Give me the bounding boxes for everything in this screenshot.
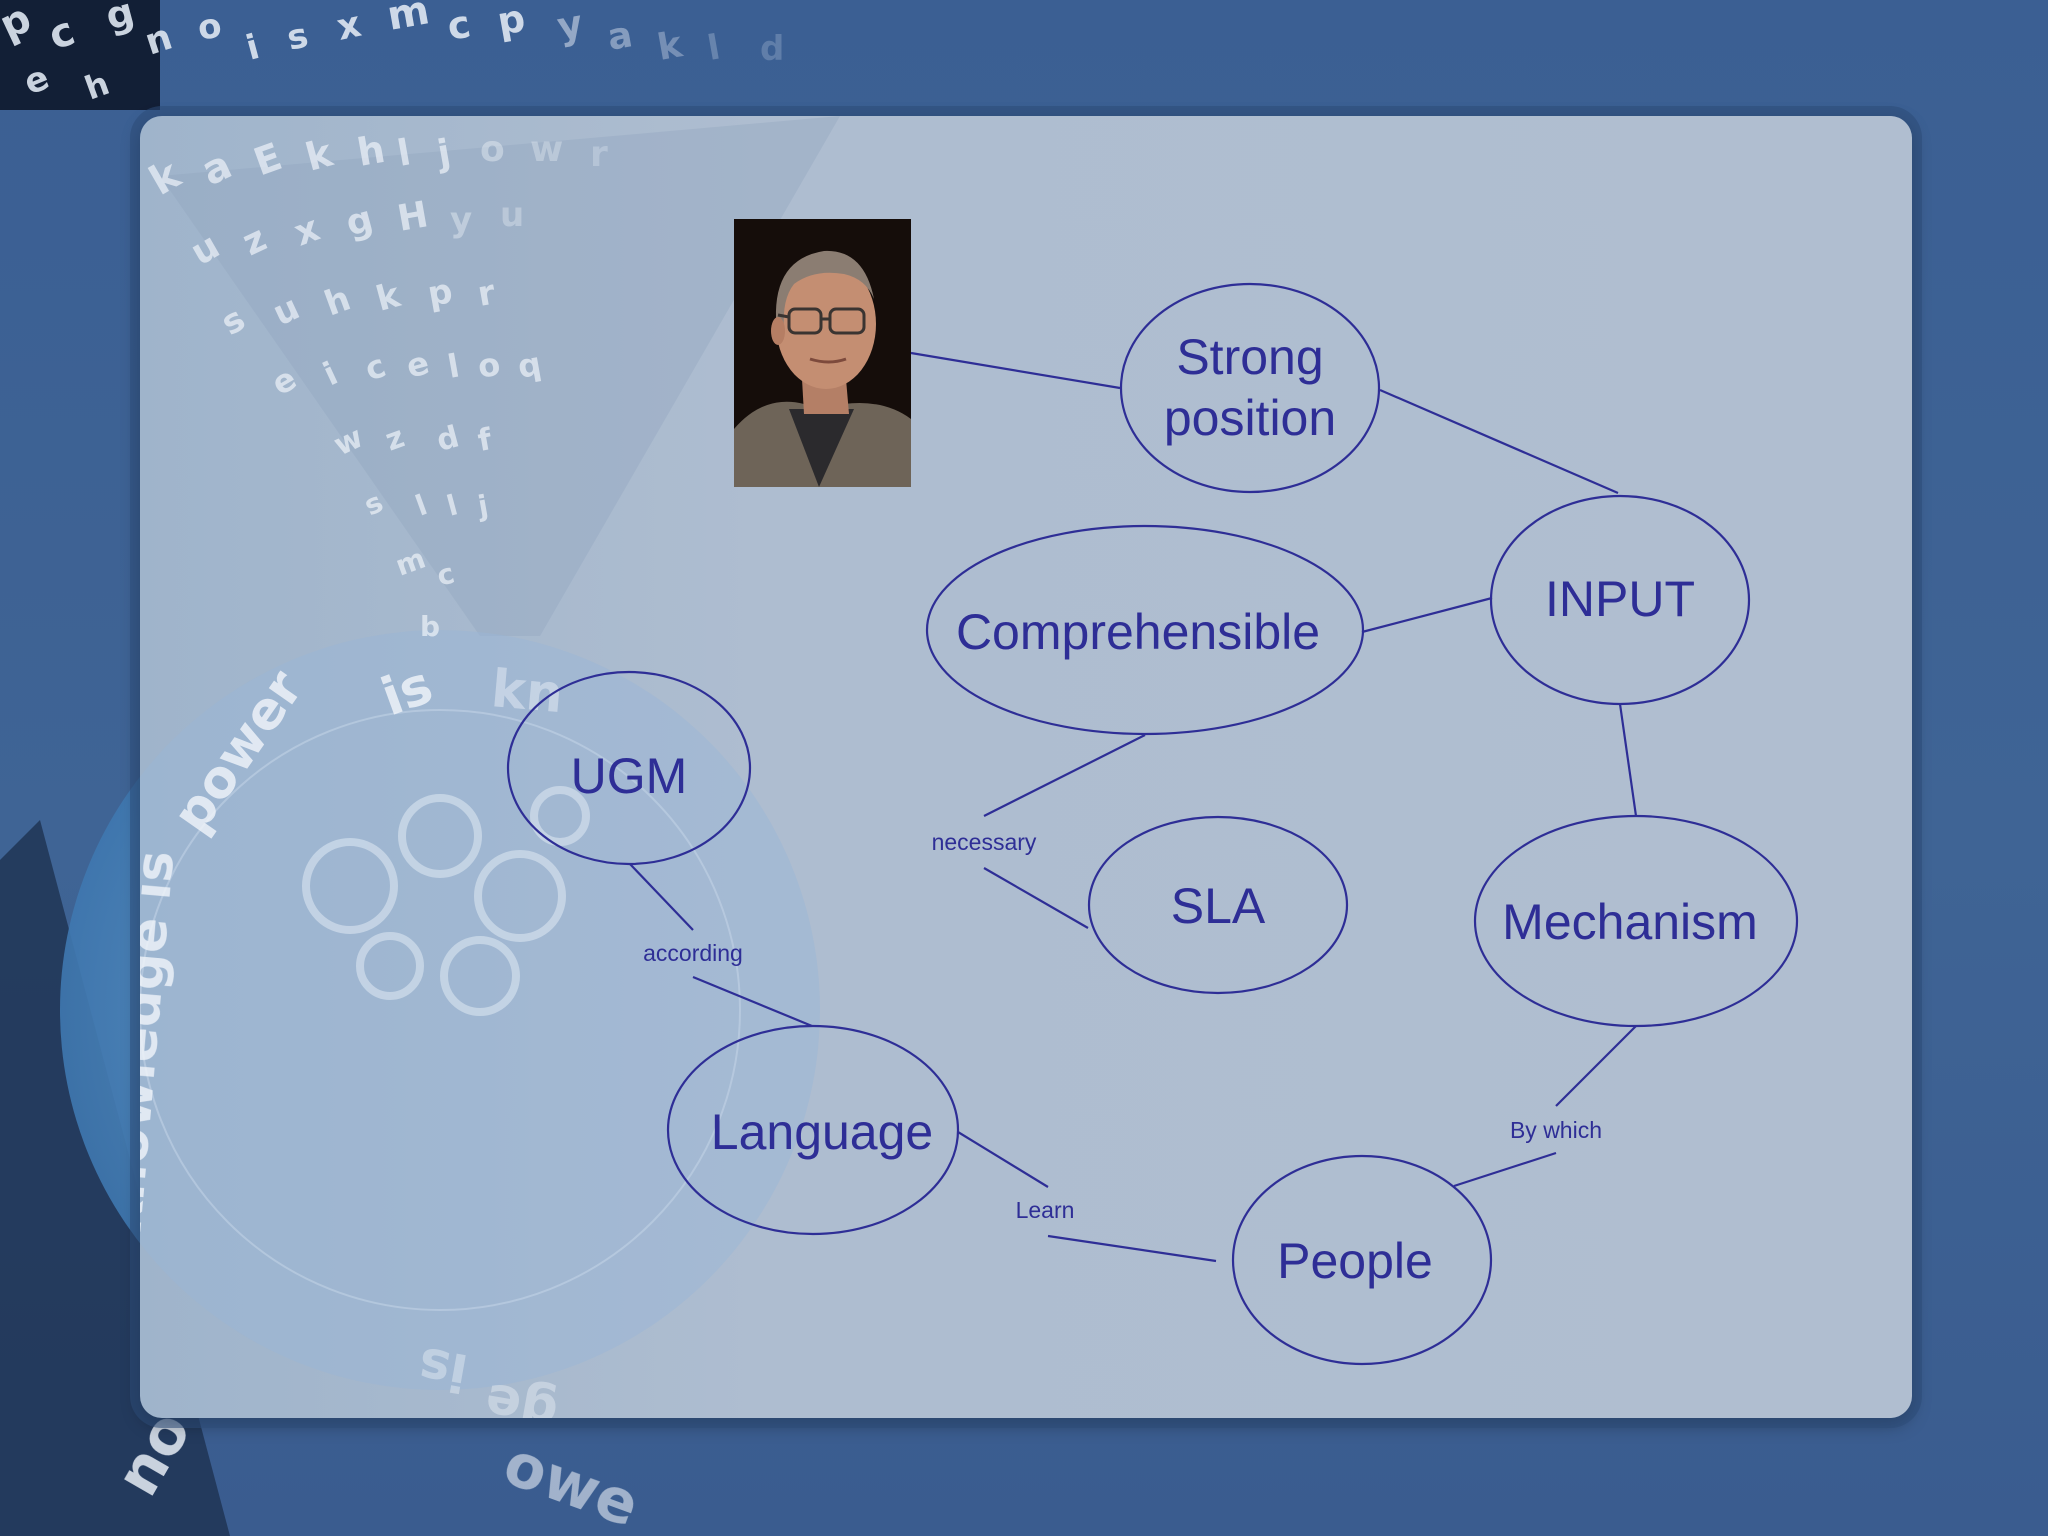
node-ugm-shape xyxy=(506,670,752,866)
node-mechanism: Mechanism xyxy=(1473,814,1799,1028)
svg-text:r: r xyxy=(475,273,499,315)
portrait-photo-icon xyxy=(734,219,911,487)
node-sla-shape xyxy=(1087,815,1349,995)
edge-comprehensible-necessary xyxy=(983,734,1146,817)
node-ugm: UGM xyxy=(506,670,752,866)
edge-bywhich-people xyxy=(1453,1151,1557,1188)
svg-text:w: w xyxy=(530,129,563,170)
svg-text:m: m xyxy=(384,0,433,40)
node-sla-label: SLA xyxy=(1171,878,1266,934)
svg-text:o: o xyxy=(480,129,505,170)
edge-mechanism-bywhich xyxy=(1555,1025,1637,1107)
node-language-label: Language xyxy=(711,1104,933,1160)
node-strong-position: Strong position xyxy=(1119,282,1381,494)
node-mechanism-label: Mechanism xyxy=(1502,894,1758,950)
edge-label-necessary: necessary xyxy=(932,829,1037,855)
node-strong-position-label-2: position xyxy=(1164,390,1336,446)
node-strong-position-label-1: Strong xyxy=(1176,329,1323,385)
edge-according-language xyxy=(692,975,813,1028)
svg-text:kn: kn xyxy=(489,659,566,725)
svg-text:u: u xyxy=(500,195,524,235)
portrait-photo xyxy=(734,219,911,487)
node-comprehensible-label: Comprehensible xyxy=(956,604,1320,660)
edge-ugm-according xyxy=(629,863,694,931)
node-strong-position-shape xyxy=(1119,282,1381,494)
node-mechanism-shape xyxy=(1473,814,1799,1028)
node-people: People xyxy=(1231,1154,1493,1366)
svg-text:b: b xyxy=(420,610,440,643)
content-panel: k a E k h l j o w r u z x g H y u s u h xyxy=(140,116,1912,1418)
node-input: INPUT xyxy=(1489,494,1751,706)
node-input-shape xyxy=(1489,494,1751,706)
node-comprehensible-shape xyxy=(925,524,1365,736)
edge-strong-position-input xyxy=(1379,388,1619,495)
edge-learn-people xyxy=(1047,1234,1217,1263)
node-language: Language xyxy=(666,1024,960,1236)
svg-text:is: is xyxy=(414,1335,472,1403)
svg-text:r: r xyxy=(590,134,608,175)
node-language-shape xyxy=(666,1024,960,1236)
edge-label-learn: Learn xyxy=(1016,1197,1075,1223)
node-comprehensible: Comprehensible xyxy=(925,524,1365,736)
node-ugm-label: UGM xyxy=(571,748,688,804)
edge-necessary-sla xyxy=(983,867,1089,929)
edge-input-mechanism xyxy=(1618,703,1638,817)
node-people-label: People xyxy=(1277,1233,1433,1289)
svg-text:d: d xyxy=(760,29,784,69)
edge-label-according: according xyxy=(643,940,743,966)
svg-text:H: H xyxy=(394,194,431,240)
svg-text:p: p xyxy=(494,0,528,44)
edge-comprehensible-input xyxy=(1361,596,1493,634)
node-sla: SLA xyxy=(1087,815,1349,995)
svg-text:y: y xyxy=(450,200,472,240)
edge-portrait-strong-position xyxy=(910,351,1121,390)
node-people-shape xyxy=(1231,1154,1493,1366)
edge-label-by-which: By which xyxy=(1510,1117,1602,1143)
edge-language-learn xyxy=(957,1131,1049,1188)
panel-decoration: k a E k h l j o w r u z x g H y u s u h xyxy=(140,116,840,1418)
node-input-label: INPUT xyxy=(1545,571,1695,627)
